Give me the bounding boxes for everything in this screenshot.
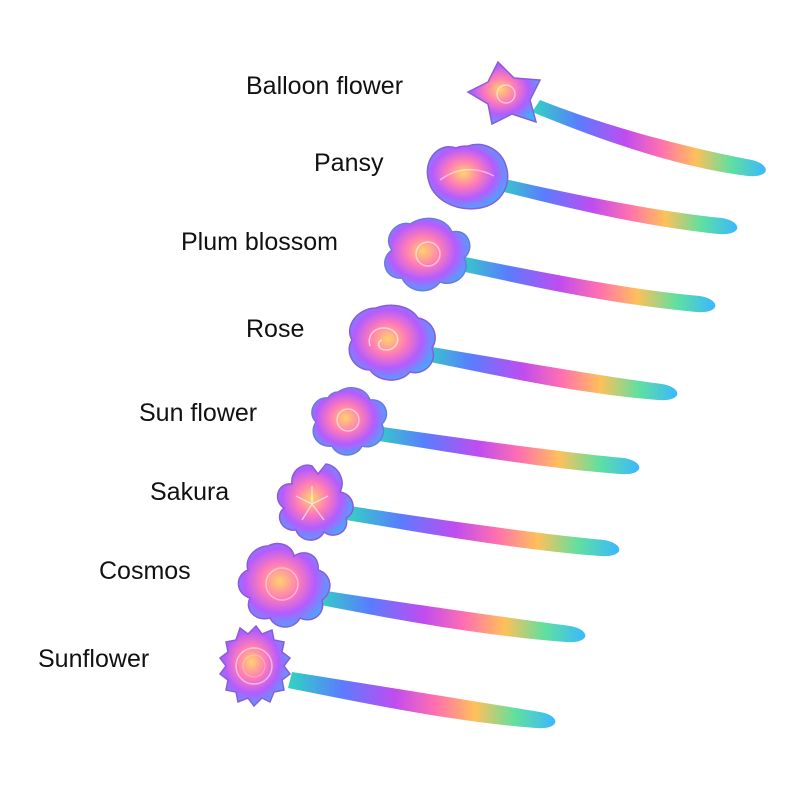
- bowl-engraving: [496, 84, 516, 104]
- spoon-cosmos: Cosmos: [99, 542, 586, 643]
- spoon-label: Balloon flower: [246, 72, 403, 100]
- bowl-engraving: [336, 408, 360, 432]
- spoon-sakura: Sakura: [150, 463, 620, 557]
- pansy-icon: [426, 143, 509, 210]
- spoon-plum-blossom: Plum blossom: [181, 217, 716, 313]
- handle: [372, 426, 640, 475]
- spoon-label: Pansy: [314, 149, 384, 177]
- bowl-engraving: [368, 327, 399, 351]
- bowl-engraving: [295, 486, 329, 521]
- bowl-engraving: [415, 241, 441, 267]
- spoon-balloon-flower: Balloon flower: [246, 60, 766, 177]
- cosmos-icon: [237, 542, 331, 628]
- handle: [288, 672, 556, 729]
- spoon-rose: Rose: [246, 304, 678, 401]
- spoon-label: Sakura: [150, 478, 229, 506]
- handle: [420, 346, 678, 401]
- bowl-engraving: [235, 647, 273, 685]
- spoon-label: Sunflower: [38, 645, 149, 673]
- spoon-pansy: Pansy: [314, 143, 738, 235]
- sunflower-icon: [218, 624, 292, 708]
- plum-blossom-icon: [384, 217, 471, 292]
- spoon-label: Sun flower: [139, 399, 257, 427]
- rose-icon: [348, 304, 436, 381]
- handle: [496, 178, 738, 235]
- spoon-sunflower: Sunflower: [38, 624, 556, 729]
- handle: [316, 590, 586, 643]
- spoon-label: Cosmos: [99, 557, 191, 585]
- bowl-engraving: [265, 567, 299, 601]
- sun-flower-icon: [311, 387, 388, 456]
- handle: [346, 506, 620, 557]
- spoon-label: Rose: [246, 315, 304, 343]
- spoon-label: Plum blossom: [181, 228, 338, 256]
- star-flower-icon: [466, 60, 542, 126]
- handle: [532, 100, 766, 177]
- bowl-engraving: [439, 168, 495, 181]
- handle: [456, 256, 716, 313]
- spoon-sun-flower: Sun flower: [139, 387, 640, 475]
- bowl-engraving: [242, 654, 266, 678]
